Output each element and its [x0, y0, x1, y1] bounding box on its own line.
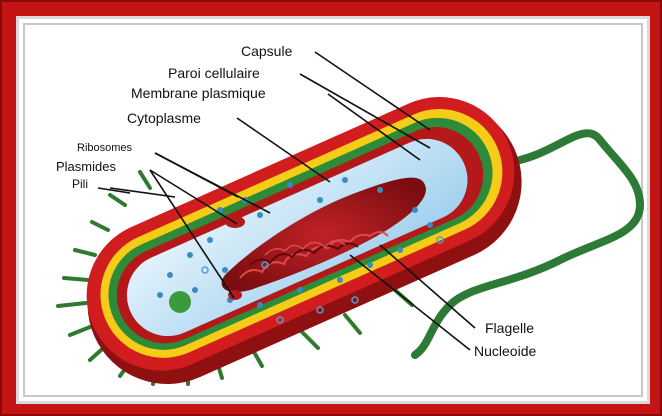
inclusion-body	[169, 291, 191, 313]
label-ribosomes: Ribosomes	[77, 143, 132, 154]
label-plasmids: Plasmides	[56, 160, 116, 173]
label-pili: Pili	[72, 178, 88, 190]
label-capsule: Capsule	[241, 44, 292, 58]
label-cytoplasm: Cytoplasme	[127, 111, 201, 125]
label-plasma-membrane: Membrane plasmique	[131, 86, 266, 100]
label-flagellum: Flagelle	[485, 321, 534, 335]
label-nucleoid: Nucleoide	[474, 344, 536, 358]
label-cell-wall: Paroi cellulaire	[168, 66, 260, 80]
